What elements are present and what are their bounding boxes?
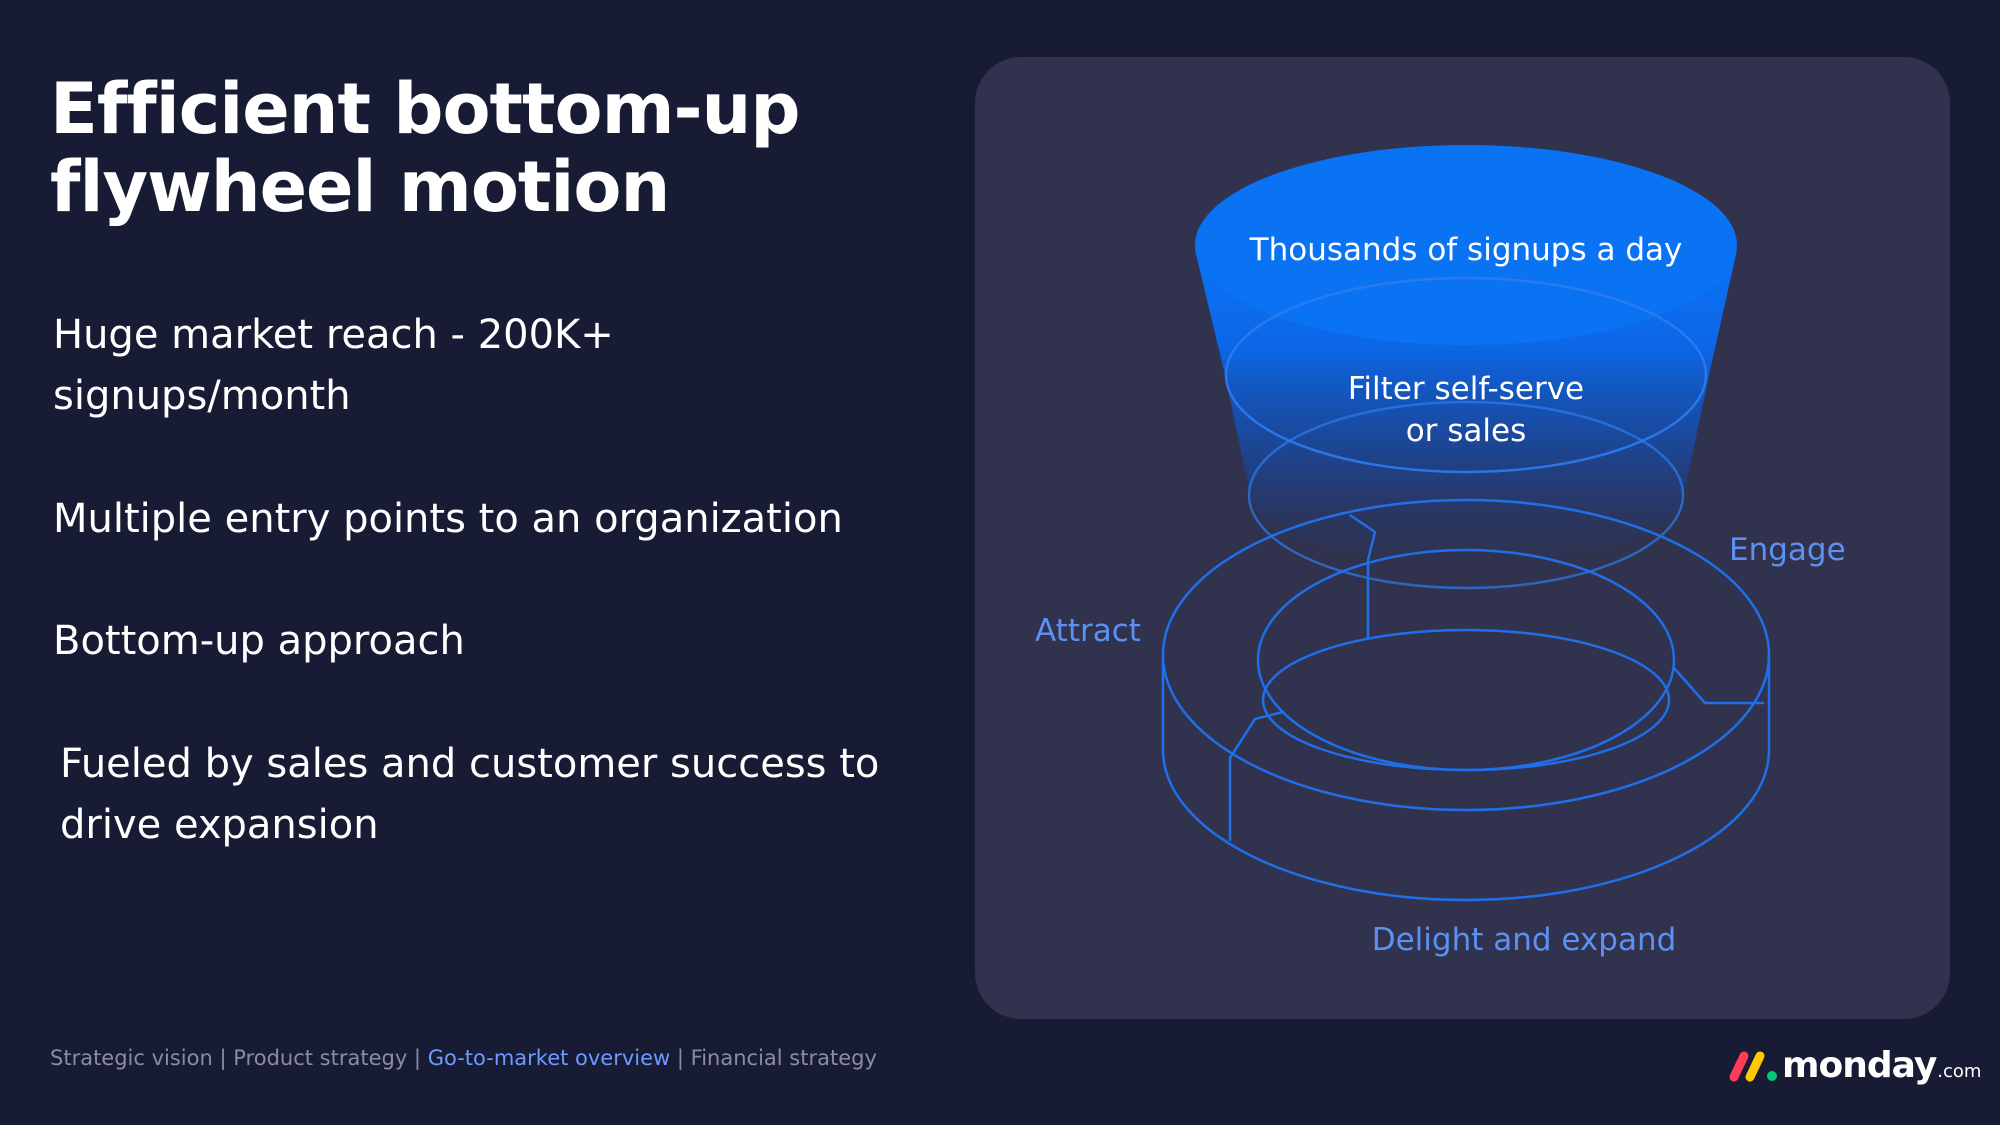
divider-engage xyxy=(1349,513,1377,638)
bullet-bottom-up: Bottom-up approach xyxy=(53,618,465,664)
monday-logo: monday .com xyxy=(1728,1040,1981,1090)
bullet-fueled-by-sales: Fueled by sales and customer success to … xyxy=(60,741,880,848)
label-delight-expand: Delight and expand xyxy=(1372,922,1677,958)
flywheel-bottom-outer xyxy=(1161,655,1771,902)
slide-title-line-2: flywheel motion xyxy=(50,146,670,228)
monday-logo-suffix: .com xyxy=(1937,1061,1982,1082)
funnel-top-label: Thousands of signups a day xyxy=(1249,232,1683,268)
label-engage: Engage xyxy=(1729,532,1846,568)
bullet-entry-points: Multiple entry points to an organization xyxy=(53,496,843,542)
flywheel-top-outer xyxy=(1161,498,1771,812)
footer-separator: | xyxy=(212,1046,234,1070)
bullet-market-reach: Huge market reach - 200K+ signups/month xyxy=(53,312,614,419)
footer-item-product-strategy[interactable]: Product strategy xyxy=(233,1046,408,1070)
footer-separator: | xyxy=(407,1046,428,1070)
label-attract: Attract xyxy=(1035,613,1141,649)
divider-delight xyxy=(1673,667,1764,705)
slide-title-line-1: Efficient bottom-up xyxy=(50,68,800,150)
funnel-ring-1 xyxy=(1224,276,1708,474)
flywheel-top-inner xyxy=(1256,548,1676,772)
footer-breadcrumb: Strategic vision | Product strategy | Go… xyxy=(50,1046,877,1070)
footer-item-strategic-vision[interactable]: Strategic vision xyxy=(50,1046,213,1070)
monday-logo-mark-icon xyxy=(1729,1051,1777,1082)
flywheel-inner-rim xyxy=(1261,628,1671,772)
monday-logo-word: monday xyxy=(1782,1044,1937,1086)
footer-separator: | xyxy=(670,1046,691,1070)
footer-item-financial-strategy[interactable]: Financial strategy xyxy=(690,1046,877,1070)
funnel-ring-2 xyxy=(1247,400,1685,590)
slide-title: Efficient bottom-up flywheel motion xyxy=(50,70,800,226)
divider-attract xyxy=(1228,710,1284,841)
footer-item-go-to-market[interactable]: Go-to-market overview xyxy=(427,1046,671,1070)
funnel-mid-label-2: or sales xyxy=(1406,413,1527,449)
funnel-mid-label-1: Filter self-serve xyxy=(1348,371,1584,407)
